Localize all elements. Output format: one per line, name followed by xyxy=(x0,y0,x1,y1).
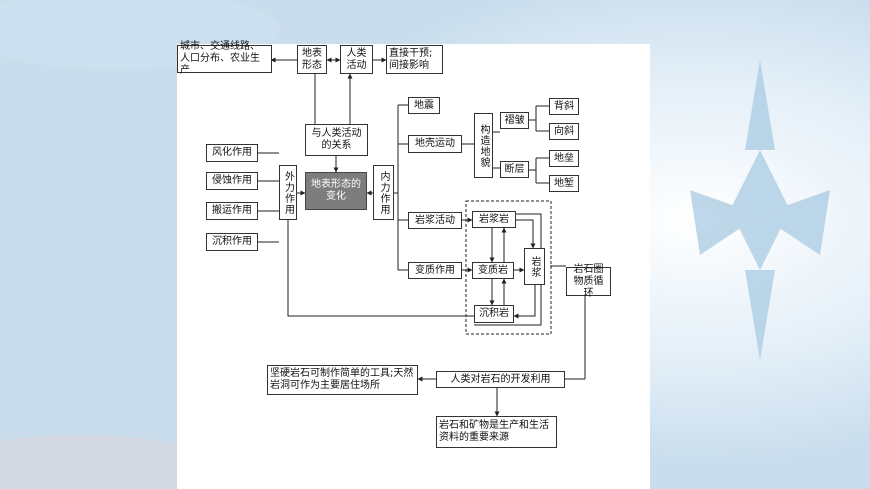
magma-box: 岩浆 xyxy=(524,248,545,285)
landform-box: 地表形态 xyxy=(297,45,327,74)
magma-activity-box: 岩浆活动 xyxy=(408,212,462,229)
sedimentary-rock-box: 沉积岩 xyxy=(474,305,514,323)
direct-indirect-box: 直接干预;间接影响 xyxy=(386,45,443,74)
graben-box: 地堑 xyxy=(549,175,579,192)
human-activity-box: 人类活动 xyxy=(340,45,373,74)
erosion-box: 侵蚀作用 xyxy=(206,172,258,190)
deposition-box: 沉积作用 xyxy=(206,233,258,251)
metamorphism-box: 变质作用 xyxy=(408,262,462,279)
syncline-box: 向斜 xyxy=(549,123,579,140)
rock-use-box: 人类对岩石的开发利用 xyxy=(436,371,565,388)
snowflake-icon xyxy=(690,60,830,360)
crustal-movement-box: 地壳运动 xyxy=(408,135,462,153)
metamorphic-rock-box: 变质岩 xyxy=(472,262,514,279)
transport-box: 搬运作用 xyxy=(206,202,258,220)
relation-box: 与人类活动的关系 xyxy=(305,124,368,156)
weathering-box: 风化作用 xyxy=(206,144,258,162)
igneous-rock-box: 岩浆岩 xyxy=(472,211,516,228)
fold-box: 褶皱 xyxy=(500,112,529,129)
external-force-box: 外力作用 xyxy=(279,165,297,220)
rock-cycle-box: 岩石圈物质循环 xyxy=(566,264,611,299)
tectonic-landform-box: 构造地貌 xyxy=(474,113,493,178)
fault-box: 断层 xyxy=(500,161,529,178)
resources-box: 岩石和矿物是生产和生活资料的重要来源 xyxy=(436,416,557,448)
horst-box: 地垒 xyxy=(549,150,579,167)
internal-force-box: 内力作用 xyxy=(373,165,394,220)
human-geography-box: 城市、交通线路、人口分布、农业生产 xyxy=(177,41,272,76)
earthquake-box: 地震 xyxy=(408,97,440,114)
anticline-box: 背斜 xyxy=(549,98,579,115)
core-box: 地表形态的变化 xyxy=(305,172,367,210)
tools-box: 坚硬岩石可制作简单的工具;天然岩洞可作为主要居住场所 xyxy=(267,365,418,395)
